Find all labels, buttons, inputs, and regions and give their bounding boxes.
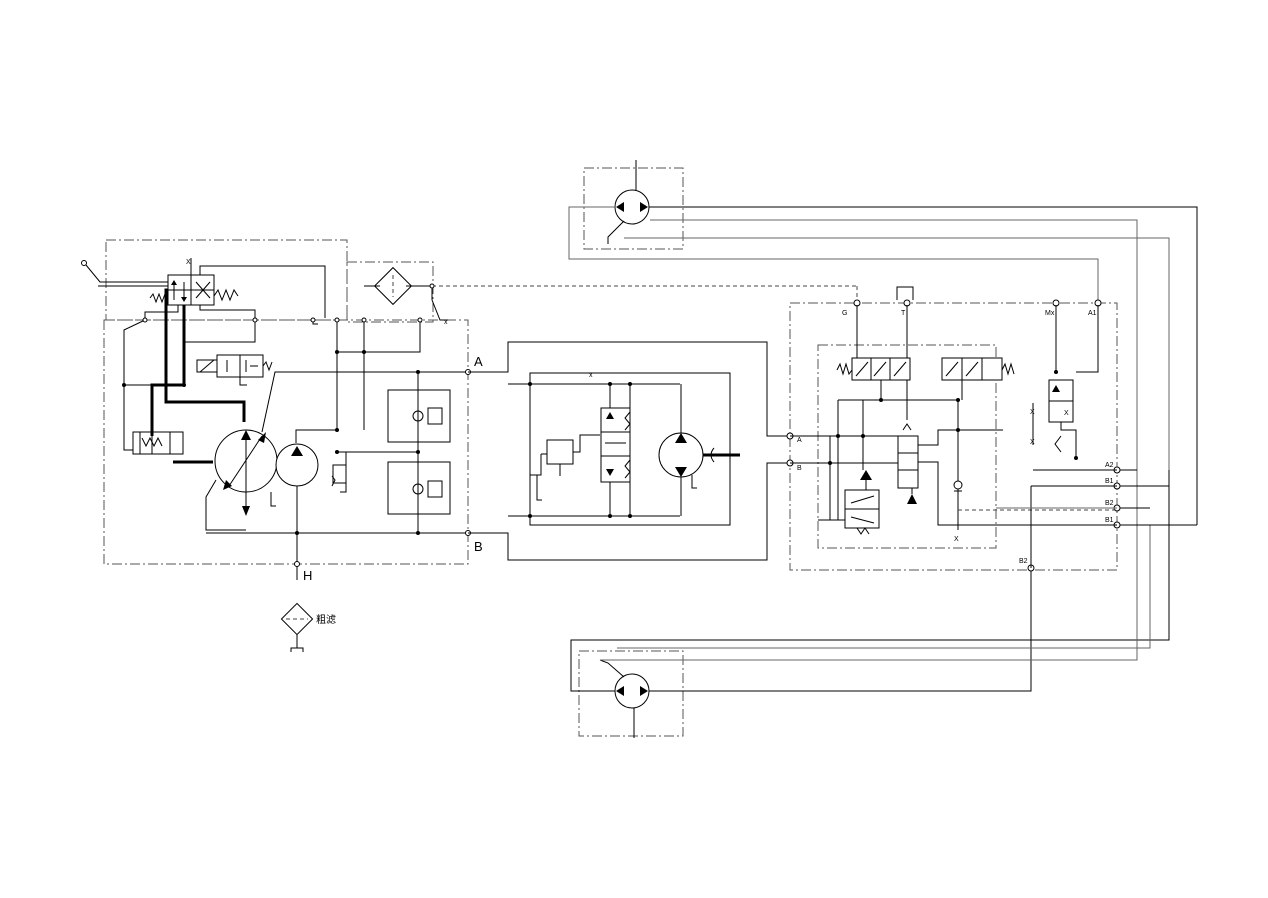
valve-port-a1-label: A1 [1088, 310, 1097, 317]
valve-block: G T Mx A1 A B A2 B1 B2 B1 B2 [786, 286, 1197, 572]
bottom-motor-group [570, 470, 1170, 738]
port-h-label: H [303, 568, 312, 583]
middle-motor-unit: x [468, 341, 790, 561]
valve-port-a2-label: A2 [1105, 462, 1114, 469]
pump-housing [103, 319, 469, 565]
valve-port-b1a-label: B1 [1105, 478, 1114, 485]
svg-text:x: x [589, 372, 593, 379]
valve-port-a-label: A [797, 437, 802, 444]
valve-port-b-label: B [797, 465, 802, 472]
svg-text:X: X [186, 259, 191, 266]
valve-port-b1b-label: B1 [1105, 517, 1114, 524]
middle-motor-frame [529, 372, 731, 526]
port-b-label: B [474, 539, 483, 554]
svg-text:X: X [1064, 410, 1069, 417]
port-a-label: A [474, 354, 483, 369]
valve-port-b2b-label: B2 [1019, 558, 1028, 565]
pump-unit: X [81, 239, 858, 652]
control-housing [105, 239, 348, 321]
svg-text:x: x [444, 319, 448, 326]
svg-text:X: X [954, 536, 959, 543]
top-motor-housing [583, 167, 684, 250]
valve-port-mx-label: Mx [1045, 310, 1055, 317]
valve-block-housing [789, 302, 1118, 571]
valve-port-b2a-label: B2 [1105, 500, 1114, 507]
valve-port-g-label: G [842, 310, 847, 317]
bottom-motor-housing [578, 650, 684, 737]
valve-shuttle [897, 435, 919, 489]
valve-inner-housing [817, 344, 997, 549]
coarse-filter-label: 粗滤 [316, 613, 336, 626]
flushing-valve [600, 407, 631, 483]
valve-port-t-label: T [901, 310, 906, 317]
top-motor-group [568, 160, 1198, 525]
solenoid-valve-left [851, 357, 911, 381]
